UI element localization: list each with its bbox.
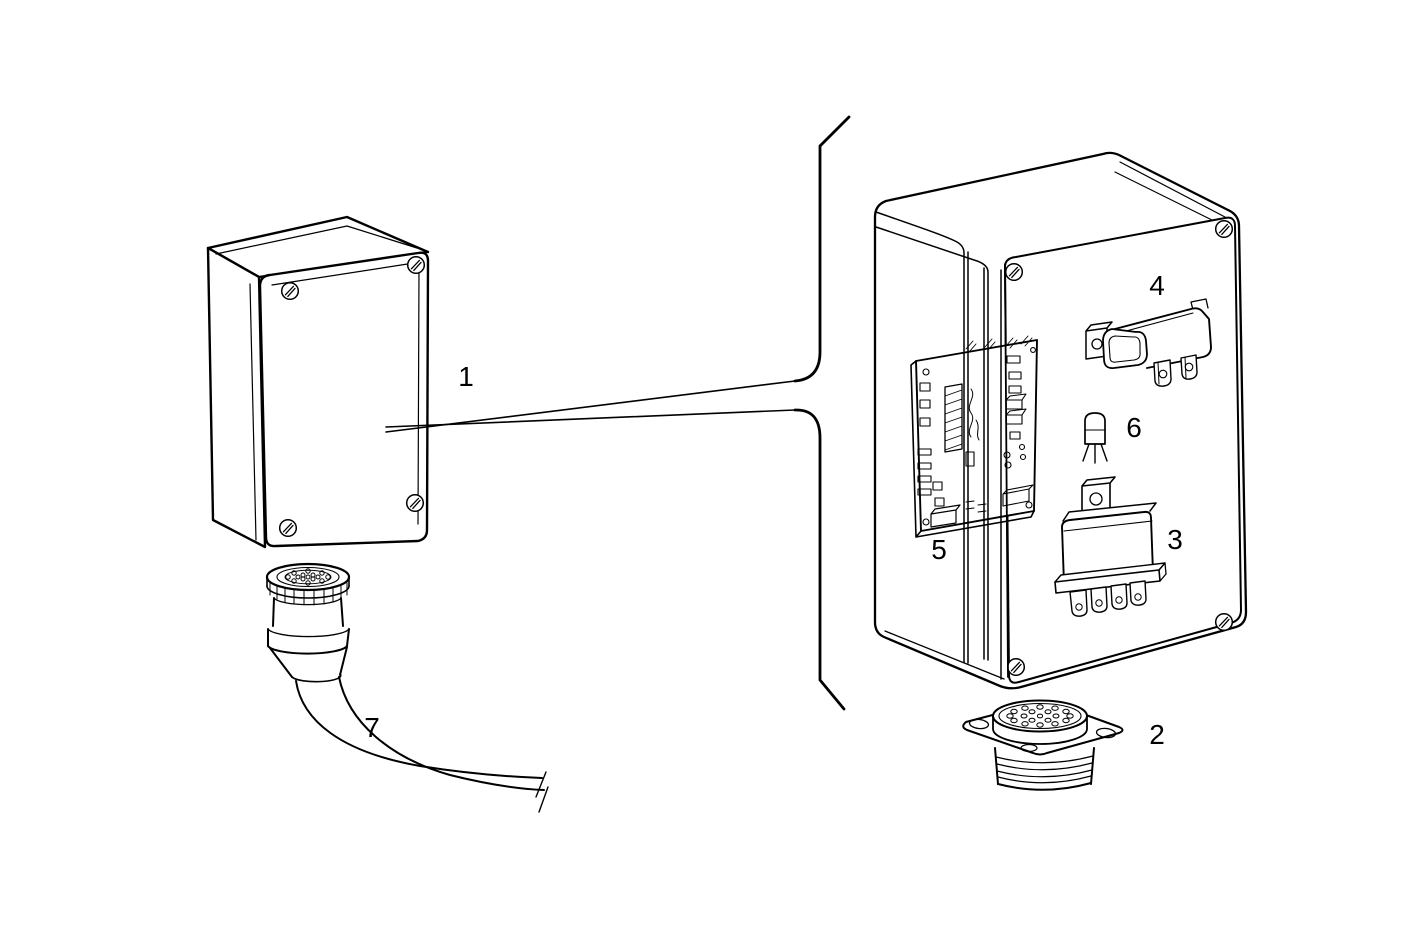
callout-label-4: 4 bbox=[1149, 270, 1165, 301]
box-wall-section-lines bbox=[875, 211, 1009, 680]
chassis-socket-connector bbox=[962, 699, 1124, 791]
callout-label-6: 6 bbox=[1126, 412, 1142, 443]
callout-label-1: 1 bbox=[458, 361, 474, 392]
socket-pins bbox=[1006, 704, 1074, 728]
callout-label-5: 5 bbox=[931, 534, 947, 565]
callout-label-3: 3 bbox=[1167, 524, 1183, 555]
plug-pins bbox=[285, 568, 331, 586]
relay-part-4 bbox=[1085, 298, 1212, 387]
callout-label-7: 7 bbox=[364, 712, 380, 743]
transistor-part-6 bbox=[1082, 412, 1108, 464]
control-unit-cover-box bbox=[206, 215, 430, 549]
harness-plug-connector bbox=[265, 562, 549, 813]
cable bbox=[295, 676, 549, 813]
location-pointer-lines bbox=[385, 115, 851, 711]
relay-part-3 bbox=[1054, 476, 1167, 617]
callout-label-2: 2 bbox=[1149, 719, 1165, 750]
circuit-board bbox=[910, 335, 1038, 538]
